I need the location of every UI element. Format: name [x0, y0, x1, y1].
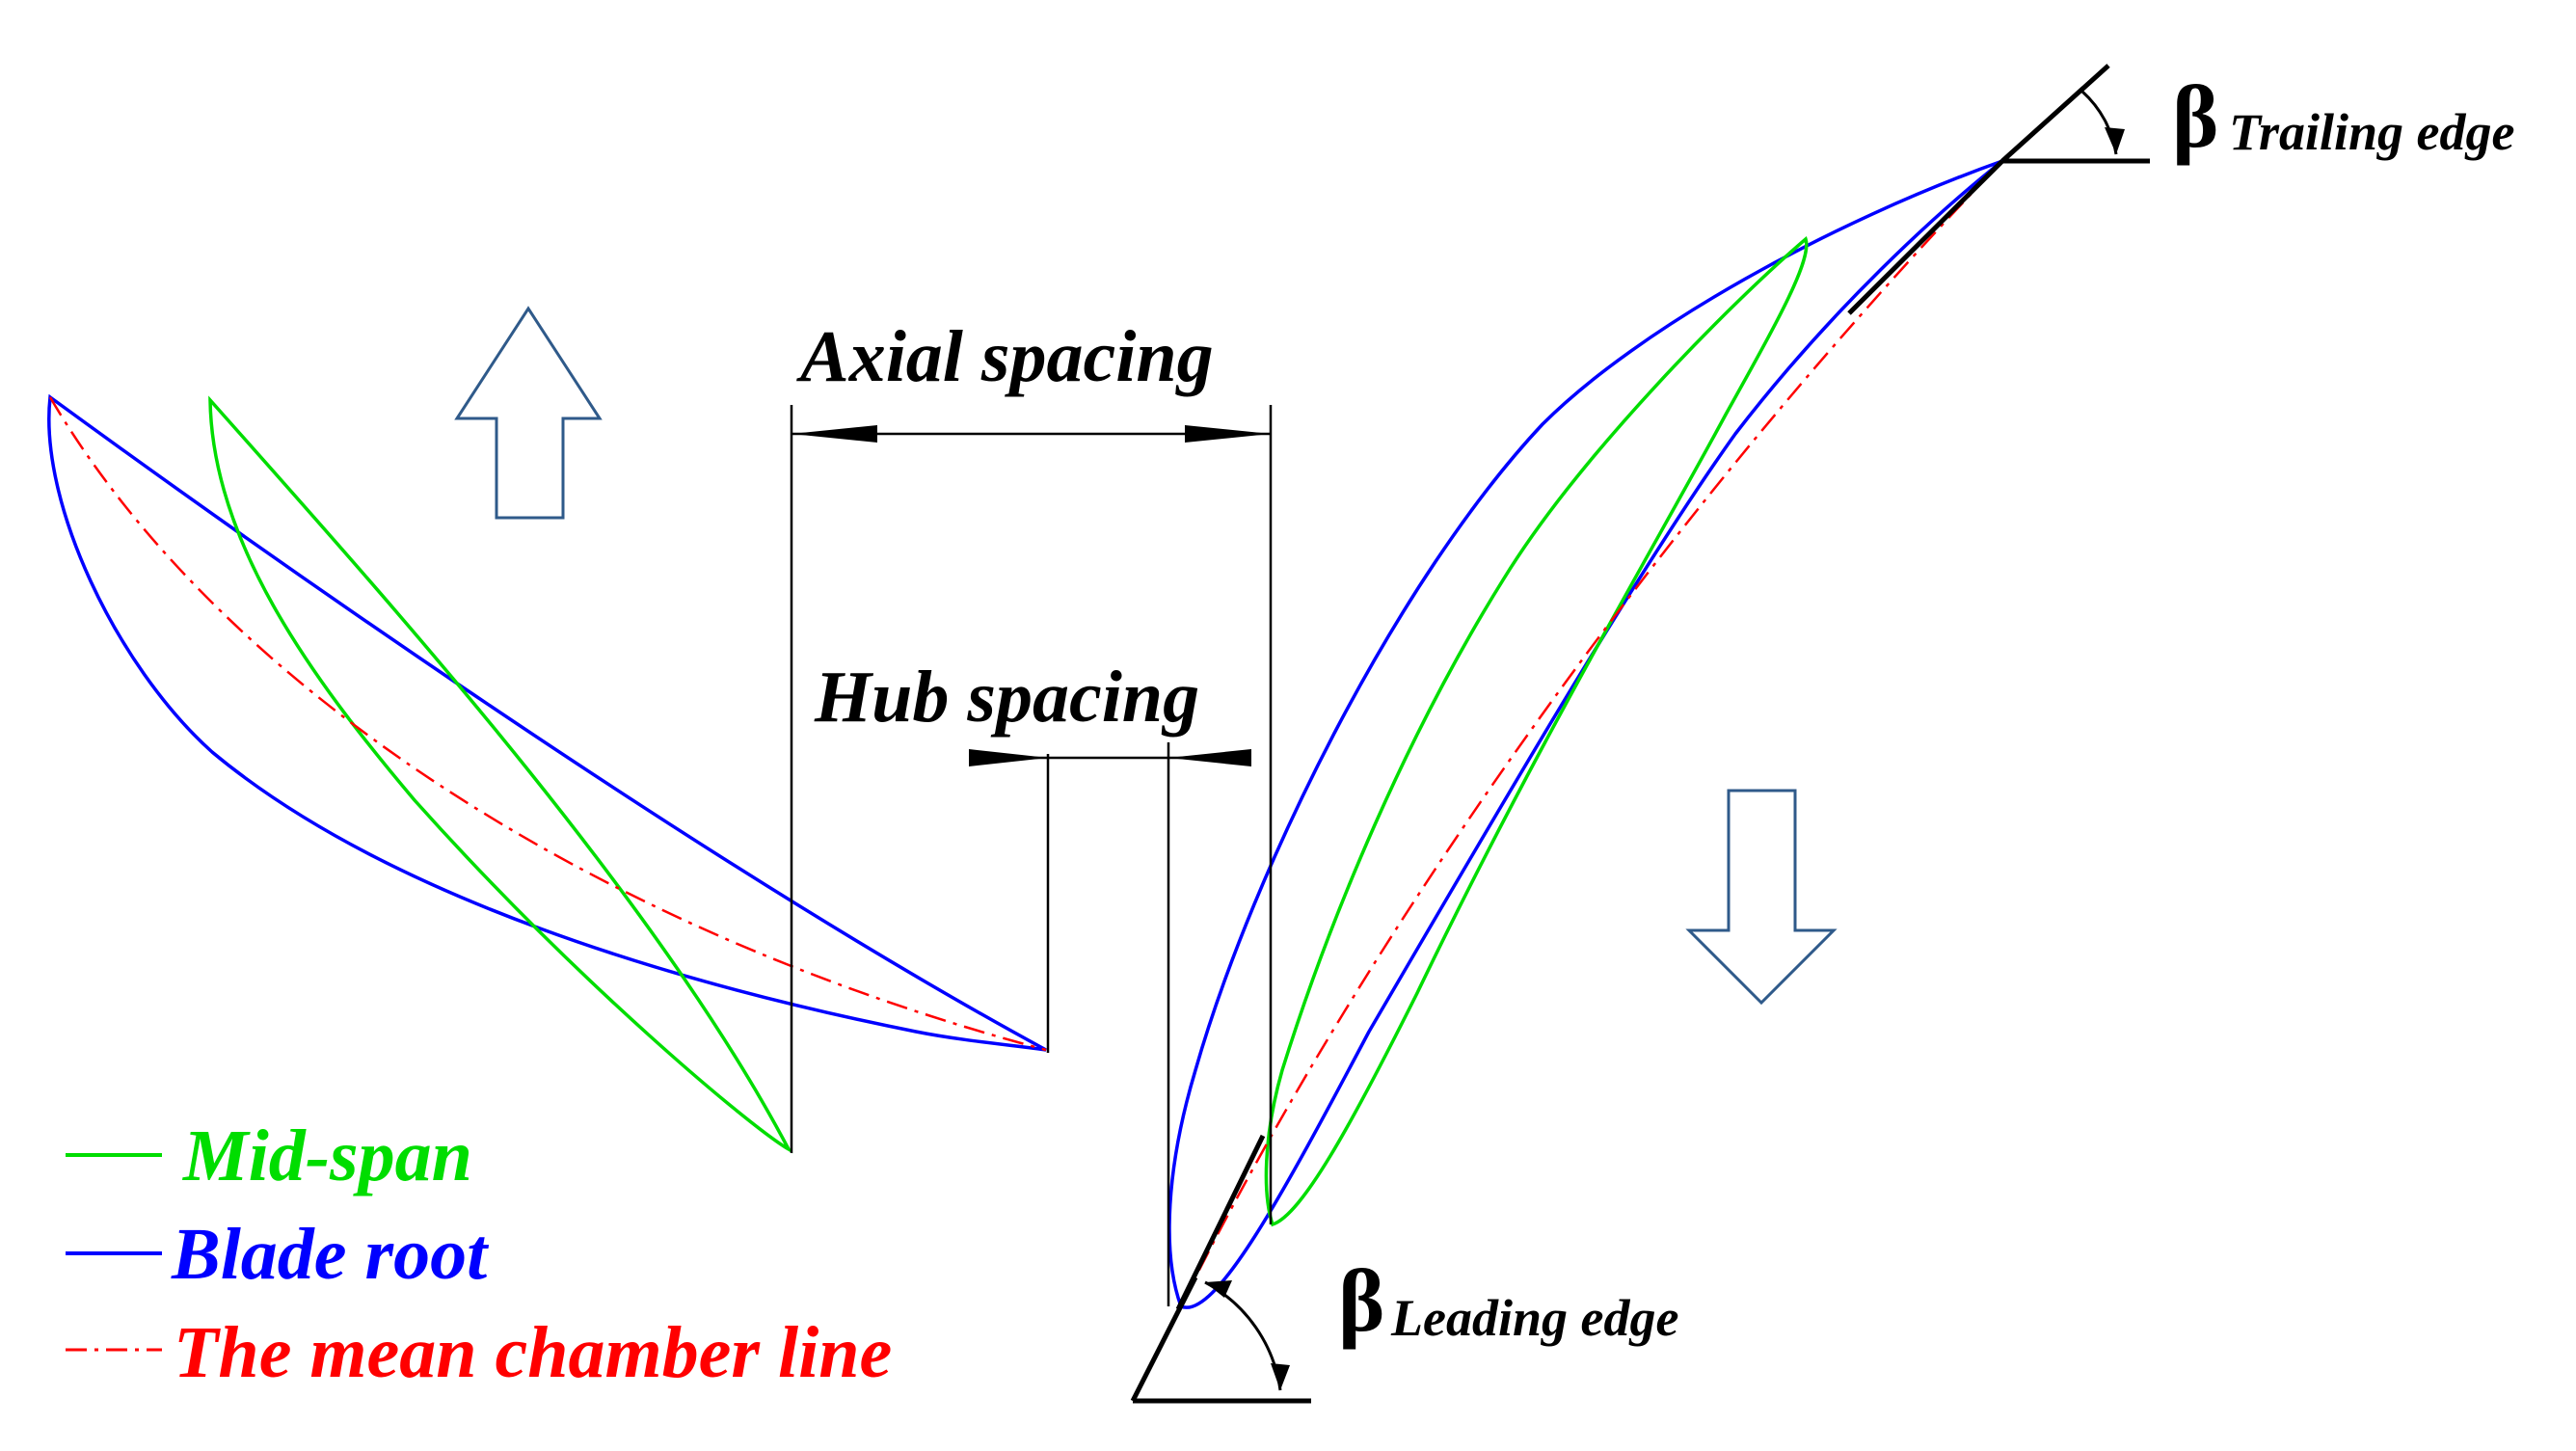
left-blade-midspan-profile	[208, 395, 793, 1154]
axial-spacing-label: Axial spacing	[796, 316, 1214, 397]
hub-spacing-arrowhead-left	[969, 749, 1048, 766]
axial-spacing-arrowhead-right	[1185, 425, 1271, 443]
leading-edge-subscript: Leading edge	[1390, 1289, 1678, 1347]
hub-spacing-arrowhead-right	[1168, 749, 1251, 766]
legend-item-mid-span: Mid-span	[66, 1115, 472, 1196]
trailing-edge-tangent	[1847, 159, 2004, 315]
legend-item-mean-chamber-line: The mean chamber line	[66, 1312, 892, 1393]
legend-item-blade-root: Blade root	[66, 1214, 490, 1295]
right-blade-midspan-profile	[1264, 235, 1809, 1227]
legend-label-mid-span: Mid-span	[182, 1115, 472, 1196]
leading-edge-angle: β Leading edge	[1130, 1251, 1678, 1404]
leading-edge-angle-arrowhead-top	[1205, 1280, 1232, 1298]
left-blade-root-profile	[47, 393, 1047, 1052]
left-blade-mean-camber-line	[48, 396, 1047, 1052]
flow-arrow-up-icon	[454, 306, 603, 520]
leading-edge-angle-arrowhead-bottom	[1271, 1363, 1290, 1390]
legend-label-blade-root: Blade root	[171, 1214, 490, 1295]
right-blade-mean-camber-line	[1179, 160, 2003, 1307]
right-blade-root-profile	[1167, 159, 2004, 1309]
axial-spacing-dimension	[790, 405, 1273, 1224]
leading-edge-angle-leg	[1130, 1276, 1198, 1403]
flow-arrow-down-icon	[1685, 789, 1838, 1006]
trailing-edge-angle-arc	[2080, 90, 2118, 155]
hub-spacing-label: Hub spacing	[814, 657, 1199, 738]
axial-spacing-arrowhead-left	[792, 425, 877, 443]
leading-edge-angle-arc	[1204, 1280, 1282, 1391]
trailing-edge-beta-symbol: β	[2172, 67, 2218, 166]
trailing-edge-angle-arrowhead	[2105, 127, 2125, 154]
legend: Mid-span Blade root The mean chamber lin…	[66, 1115, 892, 1393]
hub-spacing-dimension	[969, 742, 1251, 1306]
leading-edge-beta-symbol: β	[1338, 1251, 1384, 1350]
right-blade	[1167, 159, 2004, 1311]
legend-label-mean-chamber-line: The mean chamber line	[174, 1312, 892, 1393]
trailing-edge-angle-leg	[2000, 64, 2110, 163]
left-blade	[47, 393, 1047, 1154]
trailing-edge-angle: β Trailing edge	[2000, 64, 2514, 166]
trailing-edge-subscript: Trailing edge	[2229, 103, 2514, 161]
